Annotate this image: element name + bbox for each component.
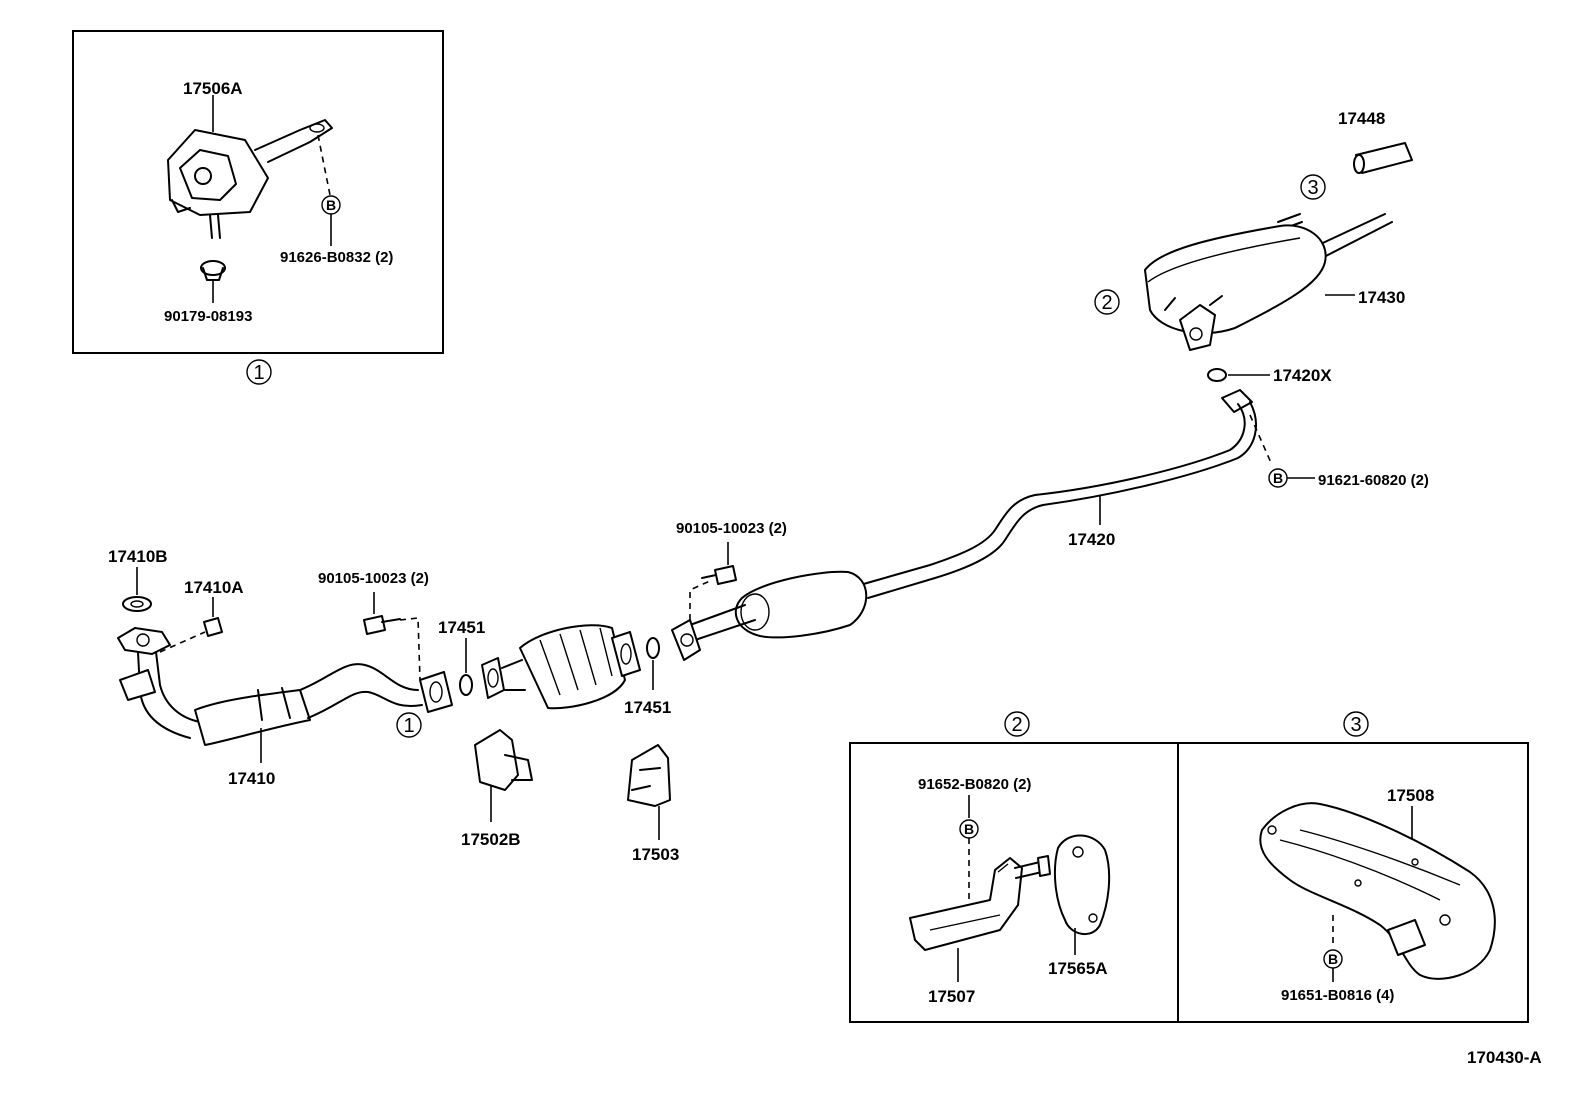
label-90105-10023-left: 90105-10023 (2) [318,570,429,587]
callout-3-muffler: 3 [1300,174,1326,200]
bolt-90105-right-drawing [701,565,737,585]
label-91652-B0820: 91652-B0820 (2) [918,776,1031,793]
label-17507: 17507 [928,987,975,1006]
tailpipe-tip-17448-drawing [1353,142,1413,174]
gasket-17420X-drawing [1207,368,1227,382]
label-17502B: 17502B [461,830,521,849]
center-muffler-drawing [671,570,868,661]
label-17503: 17503 [632,845,679,864]
svg-text:3: 3 [1307,177,1318,199]
label-17506A: 17506A [183,79,243,98]
nut-90179-drawing [200,260,226,281]
callout-b-inset1: B [321,195,341,215]
svg-text:B: B [326,197,336,213]
callout-b-inset3: B [1323,949,1343,969]
label-17410B: 17410B [108,547,168,566]
label-91626-B0832: 91626-B0832 (2) [280,249,393,266]
label-17410A: 17410A [184,578,244,597]
bracket-17507-drawing [909,855,1051,951]
heat-shield-17503-drawing [627,744,671,807]
label-17420: 17420 [1068,530,1115,549]
callout-1-frontpipe: 1 [396,712,422,738]
gasket-17410B-drawing [122,596,152,612]
cross-member-17508-drawing [1259,802,1496,980]
bolt-90105-left-drawing [363,615,401,635]
callout-2-inset: 2 [1004,711,1030,737]
label-17451-lower: 17451 [624,698,671,717]
label-91651-B0816: 91651-B0816 (4) [1281,987,1394,1004]
svg-text:1: 1 [403,715,414,737]
callout-2-muffler: 2 [1094,289,1120,315]
label-17410: 17410 [228,769,275,788]
label-90105-10023-right: 90105-10023 (2) [676,520,787,537]
label-17420X: 17420X [1273,366,1332,385]
svg-text:B: B [964,821,974,837]
label-90179-08193: 90179-08193 [164,308,252,325]
gasket-17451-lower-drawing [646,637,660,659]
gasket-17451-upper-drawing [459,674,473,696]
nut-17410A-drawing [203,617,223,637]
label-17508: 17508 [1387,786,1434,805]
main-muffler-17430-drawing [1144,213,1393,351]
rubber-17565A-drawing [1053,834,1111,935]
inset-box-3: 17508 B 91651-B0816 (4) [1177,742,1529,1023]
inset-box-1: 17506A B 91626-B0832 (2) 90179-08193 [72,30,444,354]
tail-pipe-17420-drawing [859,389,1257,599]
svg-text:1: 1 [253,362,264,384]
diagram-code: 170430-A [1467,1048,1542,1067]
label-17430: 17430 [1358,288,1405,307]
callout-b-tailpipe: B [1268,468,1288,488]
svg-text:3: 3 [1350,714,1361,736]
label-17448: 17448 [1338,109,1385,128]
callout-3-inset: 3 [1343,711,1369,737]
hanger-rubber-17506A-drawing [167,119,333,239]
heat-shield-17502B-drawing [474,729,533,791]
callout-1-inset: 1 [246,359,272,385]
label-91621-60820: 91621-60820 (2) [1318,472,1429,489]
label-17565A: 17565A [1048,959,1108,978]
svg-text:B: B [1273,470,1283,486]
svg-text:B: B [1328,951,1338,967]
catalytic-converter-drawing [481,624,641,710]
svg-text:2: 2 [1101,292,1112,314]
front-pipe-17410-drawing [117,627,453,746]
inset-box-2: 91652-B0820 (2) B 17507 17565A [849,742,1179,1023]
label-17451-upper: 17451 [438,618,485,637]
svg-text:2: 2 [1011,714,1022,736]
callout-b-inset2: B [959,819,979,839]
